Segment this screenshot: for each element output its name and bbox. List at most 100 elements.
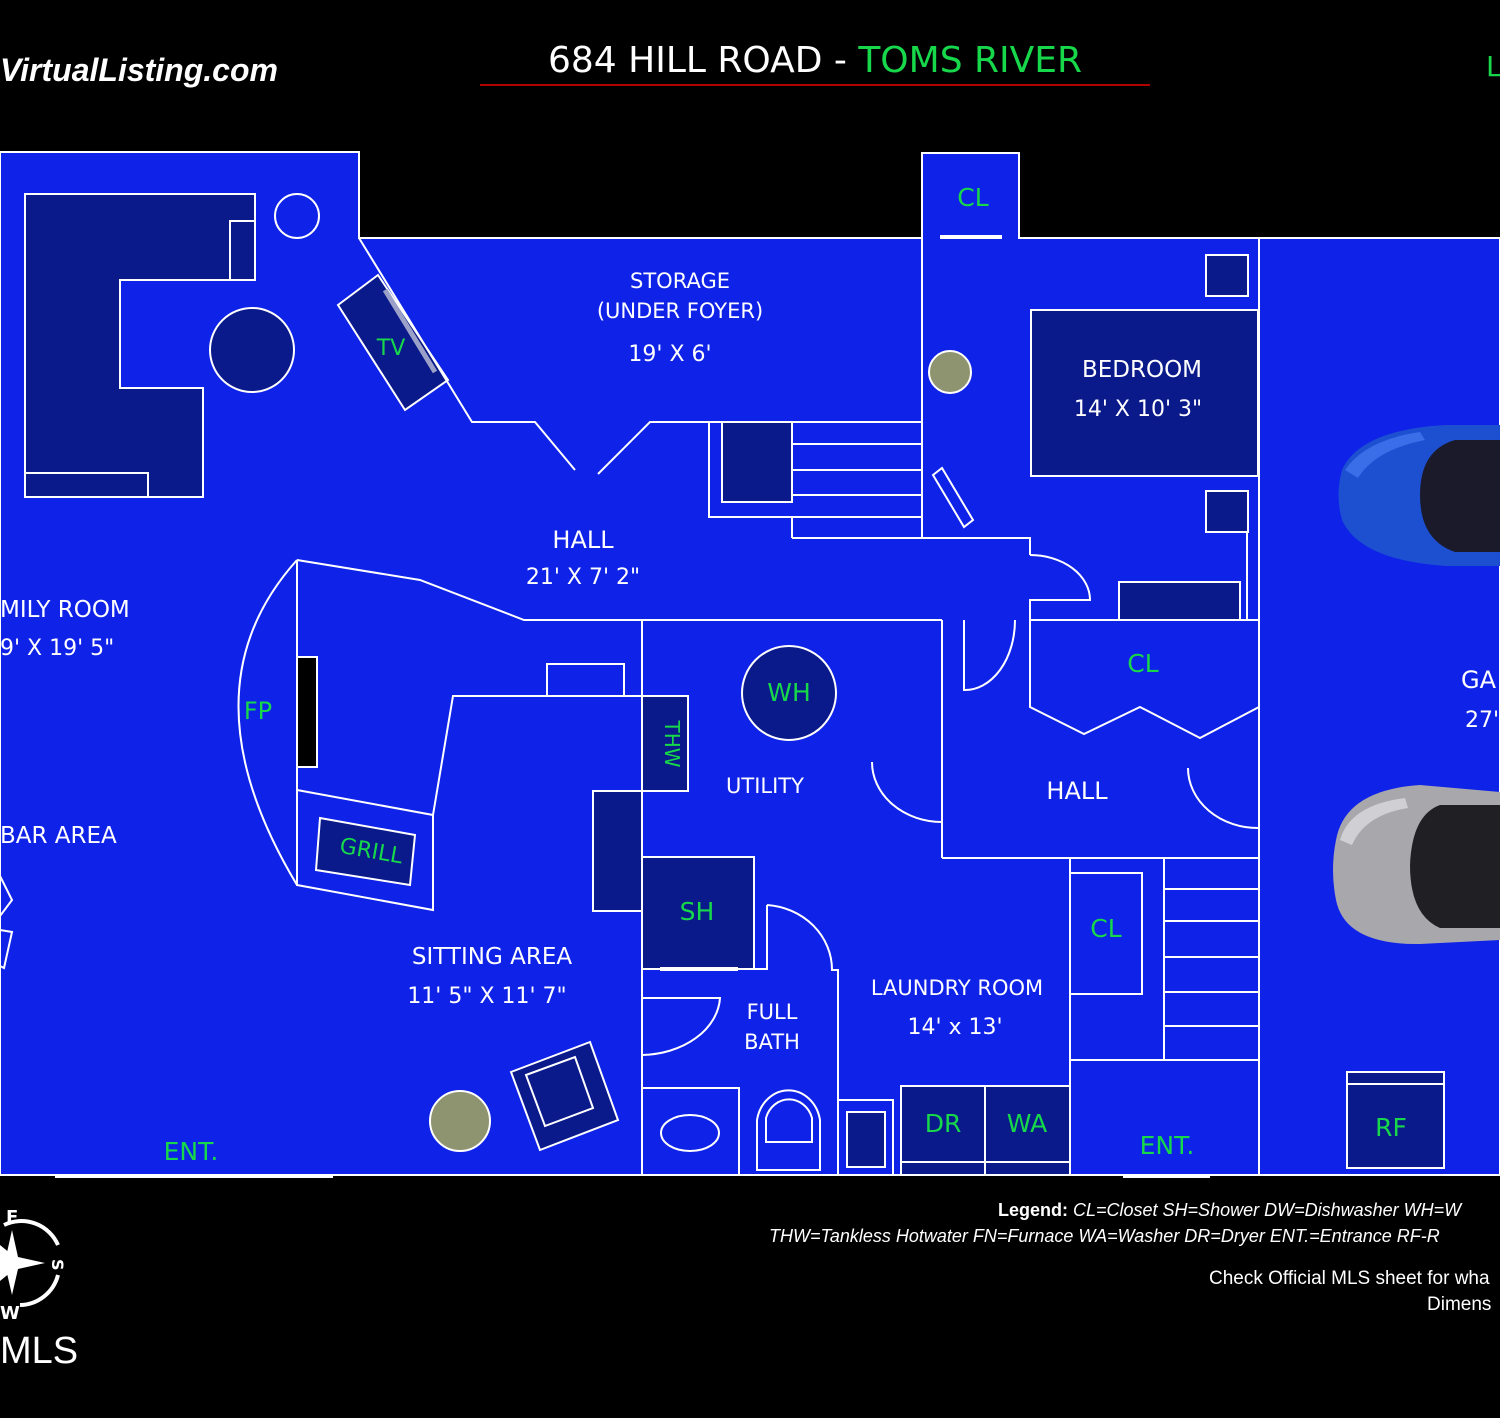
water-heater <box>741 645 837 741</box>
blue-car-icon <box>1338 425 1500 566</box>
brand-logo-text[interactable]: VirtualListing.com <box>0 52 278 88</box>
sofa-cushion-line <box>25 472 149 497</box>
side-table <box>429 1090 491 1152</box>
grill <box>314 816 417 887</box>
bath-door-swing <box>766 904 839 1175</box>
floor-plan-diagram: STORAGE (UNDER FOYER) 19' X 6' BEDROOM 1… <box>0 151 1500 1178</box>
dresser <box>1118 581 1241 621</box>
small-table <box>274 193 320 239</box>
bedroom-size: 14' X 10' 3" <box>1074 397 1202 422</box>
legend-line-2: THW=Tankless Hotwater FN=Furnace WA=Wash… <box>769 1226 1440 1246</box>
utility-name: UTILITY <box>726 774 804 798</box>
utility-cabinet <box>592 790 643 912</box>
toilet <box>756 1089 821 1171</box>
refrigerator <box>1346 1071 1445 1169</box>
dryer <box>900 1085 986 1176</box>
compass-rose-icon: E S W <box>0 1207 67 1324</box>
refrigerator-label: RF <box>1375 1113 1407 1142</box>
bar-stool <box>0 928 14 970</box>
address-text: 684 HILL ROAD - <box>547 40 859 81</box>
armchair <box>509 1040 620 1152</box>
hall-door-arc <box>922 537 1031 555</box>
bedroom-name: BEDROOM <box>1082 357 1202 383</box>
header-right-fragment: L <box>1486 50 1500 83</box>
hall-upper-name: HALL <box>552 526 614 554</box>
round-ottoman <box>209 307 295 393</box>
closet-label-mid: CL <box>1127 649 1158 678</box>
laundry-name: LAUNDRY ROOM <box>871 976 1043 1000</box>
hall-upper-size: 21' X 7' 2" <box>526 565 640 590</box>
toilet-bowl <box>765 1098 813 1143</box>
dryer-label: DR <box>925 1109 962 1138</box>
stair-block <box>721 421 793 503</box>
city-text: TOMS RIVER <box>858 40 1083 81</box>
bath-entry-swing <box>641 997 722 1056</box>
floor-area-garage <box>1258 237 1500 1176</box>
bar-stool <box>0 875 14 918</box>
sitting-area-size: 11' 5" X 11' 7" <box>407 984 566 1009</box>
laundry-size: 14' x 13' <box>907 1015 1002 1040</box>
bar-shelf <box>546 663 625 697</box>
tv-console <box>336 273 450 412</box>
tankless-label: THW <box>660 719 684 767</box>
page-title: 684 HILL ROAD - TOMS RIVER <box>480 40 1150 86</box>
hall-door-swing-right <box>1187 767 1260 830</box>
tv-screen <box>382 288 438 374</box>
entrance-label-right: ENT. <box>1140 1131 1195 1160</box>
legend: Legend: CL=Closet SH=Shower DW=Dishwashe… <box>740 1200 1500 1252</box>
hall-lower-wall <box>296 559 942 621</box>
family-room-name: MILY ROOM <box>0 597 130 623</box>
nightstand <box>1205 490 1249 533</box>
note-line-2: Dimens <box>1427 1294 1492 1315</box>
laundry-sink <box>846 1111 886 1168</box>
sofa-arm <box>229 220 256 281</box>
note-line-1: Check Official MLS sheet for wha <box>1209 1268 1490 1289</box>
full-bath-name-2: BATH <box>744 1030 800 1054</box>
nightstand <box>1205 254 1249 297</box>
support-column <box>928 350 972 394</box>
tankless-heater <box>641 695 689 792</box>
storage-wall <box>358 237 576 471</box>
sink <box>660 1114 720 1152</box>
hall-door-swing-left <box>871 761 943 823</box>
storage-name-2: (UNDER FOYER) <box>597 299 763 323</box>
mls-note: Check Official MLS sheet for wha Dimens <box>1100 1268 1500 1320</box>
shower-label: SH <box>680 897 715 926</box>
water-heater-label: WH <box>767 678 811 707</box>
fireplace-hearth <box>296 656 318 768</box>
bath-wall <box>642 905 768 970</box>
washer <box>984 1085 1071 1176</box>
washer-label: WA <box>1007 1109 1047 1138</box>
grill-counter <box>296 788 434 912</box>
storage-name-1: STORAGE <box>630 269 730 293</box>
legend-label: Legend: <box>998 1200 1068 1220</box>
armchair-seat <box>524 1055 595 1128</box>
family-room-size: 9' X 19' 5" <box>0 636 114 661</box>
tv-label: TV <box>376 336 406 361</box>
gray-car-icon <box>1333 785 1500 945</box>
hall-door-swing <box>1029 554 1092 620</box>
garage-name: GA <box>1461 666 1497 694</box>
bedroom-bed <box>1030 309 1259 477</box>
wall-vent <box>931 466 975 529</box>
fireplace-arc <box>237 559 298 886</box>
closet-label-low: CL <box>1090 914 1121 943</box>
utility-door-swing <box>963 619 1016 692</box>
entrance-label-left: ENT. <box>164 1137 219 1166</box>
garage-size: 27' <box>1465 708 1499 733</box>
hall-lower-name: HALL <box>1046 777 1108 805</box>
shower <box>641 856 755 970</box>
laundry-closet <box>1069 872 1143 995</box>
sitting-area-name: SITTING AREA <box>412 944 572 970</box>
storage-size: 19' X 6' <box>628 342 711 367</box>
compass-e: E <box>6 1207 18 1228</box>
closet-bifold-door <box>1029 620 1260 740</box>
fireplace-label: FP <box>244 697 272 725</box>
legend-line-1: CL=Closet SH=Shower DW=Dishwasher WH=W <box>1068 1200 1462 1220</box>
compass-w: W <box>0 1303 20 1324</box>
compass-s: S <box>48 1259 67 1271</box>
closet-label-top: CL <box>957 183 988 212</box>
full-bath-name-1: FULL <box>747 1000 798 1024</box>
bar-area-name: BAR AREA <box>0 823 117 849</box>
